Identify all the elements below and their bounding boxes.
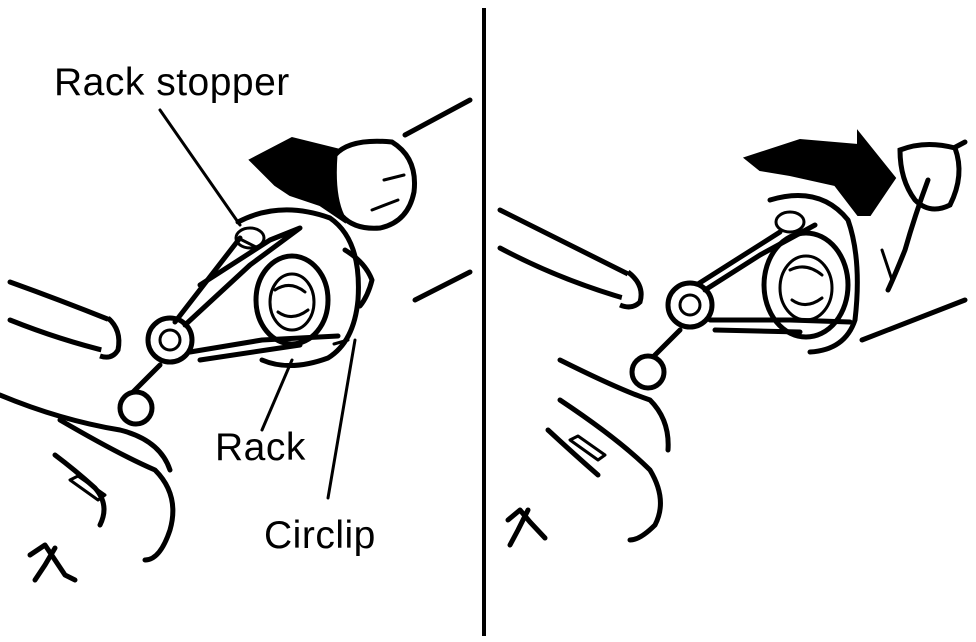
left-housing-line-top <box>402 97 473 138</box>
left-end-cap <box>331 138 418 231</box>
left-circlip <box>332 247 375 346</box>
left-pliers <box>0 225 341 473</box>
right-panel <box>497 129 968 548</box>
leader-rack-stopper <box>158 108 242 227</box>
right-pliers <box>497 207 853 453</box>
label-circlip: Circlip <box>264 514 376 557</box>
right-hand <box>505 397 663 548</box>
label-rack-stopper: Rack stopper <box>54 61 290 104</box>
label-rack: Rack <box>215 426 306 469</box>
right-rotation-arrow <box>742 129 897 216</box>
leader-rack <box>260 358 294 432</box>
left-hand <box>27 417 176 583</box>
leader-circlip <box>326 338 357 500</box>
right-end-cap <box>880 142 962 293</box>
left-housing-line-bottom <box>412 269 473 303</box>
right-housing-line-bottom <box>859 297 968 343</box>
left-panel <box>0 97 473 583</box>
